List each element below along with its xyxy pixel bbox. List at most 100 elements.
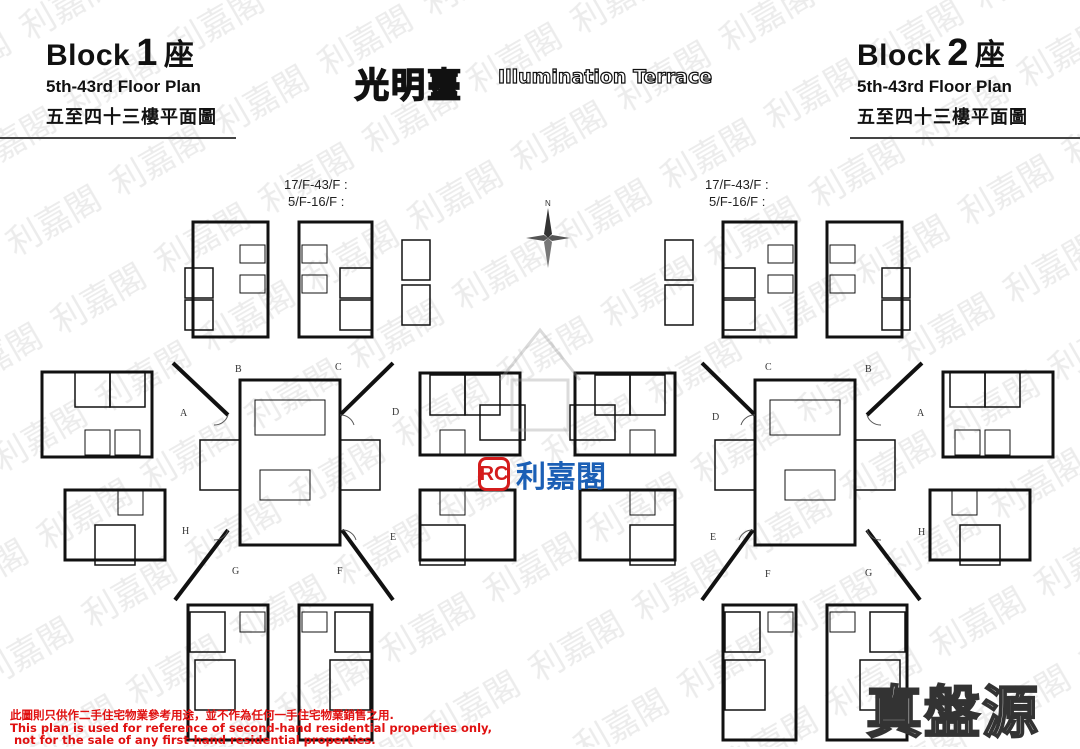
block-1-room-outline bbox=[84, 429, 111, 456]
block-2-room-outline bbox=[767, 244, 794, 264]
block-2-room-outline bbox=[724, 611, 761, 653]
block-1-room-outline bbox=[439, 429, 466, 456]
block-1-room-outline bbox=[301, 611, 328, 633]
block-2-party-wall bbox=[865, 361, 924, 417]
floor-range: 5/F-16/F : bbox=[288, 194, 345, 209]
block-1-door-swing bbox=[341, 529, 357, 541]
block-1-unit-label: D bbox=[392, 407, 399, 418]
block-2-subtitle: 5th-43rd Floor Plan bbox=[857, 77, 1012, 96]
block-1-unit-label: A bbox=[180, 408, 188, 419]
block-2-room-outline bbox=[949, 371, 986, 408]
block-2-party-wall bbox=[865, 528, 922, 602]
block-2-room-outline bbox=[724, 659, 766, 711]
block-1-room-outline bbox=[339, 299, 373, 331]
block-1-unit-label: F bbox=[337, 566, 343, 577]
block-2-unit-label: D bbox=[712, 412, 719, 423]
block-2-room-outline bbox=[722, 299, 756, 331]
block-2-unit-label: E bbox=[710, 532, 716, 543]
block-1-room-outline bbox=[94, 524, 136, 566]
block-2-room-outline bbox=[721, 603, 798, 742]
agency-name: 利嘉閣 bbox=[516, 460, 606, 495]
block-2-room-outline bbox=[869, 611, 906, 653]
block-2-unit-label: A bbox=[917, 408, 925, 419]
block-1-room-outline bbox=[418, 371, 522, 457]
disclaimer-en-line1: This plan is used for reference of secon… bbox=[10, 720, 492, 735]
block-1-room-outline bbox=[334, 611, 371, 653]
block-2-room-outline bbox=[954, 429, 981, 456]
block-1-floor-legend: 17/F-43/F : 5/F-16/F : bbox=[284, 176, 348, 210]
block-1-room-outline bbox=[239, 244, 266, 264]
block-1-room-outline bbox=[254, 399, 326, 436]
block-1-party-wall bbox=[171, 361, 230, 417]
block-1-plan bbox=[40, 220, 526, 742]
disclaimer: 此圖則只供作二手住宅物業參考用途，並不作為任何一手住宅物業銷售之用. This … bbox=[10, 709, 492, 747]
header-divider bbox=[0, 137, 236, 139]
block-2-door-swing bbox=[738, 529, 754, 541]
block-2-room-outline bbox=[594, 374, 631, 416]
header-divider bbox=[850, 137, 1080, 139]
block-2-room-outline bbox=[722, 267, 756, 299]
block-2-room-outline bbox=[573, 371, 677, 457]
block-1-unit-label: H bbox=[182, 526, 189, 537]
block-1-door-swing bbox=[213, 529, 229, 541]
block-2-room-outline bbox=[664, 239, 694, 281]
block-2-room-outline bbox=[629, 524, 676, 566]
block-1-room-outline bbox=[239, 274, 266, 294]
block-2-room-outline bbox=[784, 469, 836, 501]
block-1-subtitle: 5th-43rd Floor Plan bbox=[46, 77, 201, 96]
disclaimer-en-line2: not for the sale of any first-hand resid… bbox=[14, 733, 376, 747]
block-1-room-outline bbox=[109, 371, 146, 408]
block-1-door-swing bbox=[339, 414, 355, 426]
block-2-room-outline bbox=[829, 611, 856, 633]
block-2-party-wall bbox=[700, 361, 757, 417]
block-1-door-swing bbox=[213, 414, 229, 426]
block-1-room-outline bbox=[117, 489, 144, 516]
block-1-room-outline bbox=[199, 439, 241, 491]
block-1-room-outline bbox=[301, 274, 328, 294]
block-2-party-wall bbox=[700, 528, 755, 602]
block-2-room-outline bbox=[859, 659, 901, 711]
block-1-room-outline bbox=[339, 267, 373, 299]
block-2-room-outline bbox=[629, 429, 656, 456]
block-1-room-outline bbox=[191, 220, 270, 339]
block-2-door-swing bbox=[740, 414, 756, 426]
block-1-room-outline bbox=[419, 524, 466, 566]
block-1-room-outline bbox=[189, 611, 226, 653]
block-1-party-wall bbox=[340, 528, 395, 602]
block-2-room-outline bbox=[951, 489, 978, 516]
agency-logo: RC 利嘉閣 bbox=[478, 452, 606, 496]
block-2-unit-label: H bbox=[918, 527, 925, 538]
rc-logo-icon: RC bbox=[478, 457, 510, 491]
block-1-room-outline bbox=[297, 603, 374, 742]
block-1-room-outline bbox=[239, 611, 266, 633]
floor-range: 17/F-43/F : bbox=[284, 177, 348, 192]
block-1-room-outline bbox=[401, 239, 431, 281]
compass-icon: N bbox=[526, 199, 570, 268]
block-1-subtitle-zh: 五至四十三樓平面圖 bbox=[46, 107, 217, 128]
block-1-room-outline bbox=[114, 429, 141, 456]
block-2-unit-label: B bbox=[865, 364, 872, 375]
block-2-unit-label: G bbox=[865, 568, 872, 579]
block-1-room-outline bbox=[186, 603, 270, 742]
block-1-unit-label: C bbox=[335, 362, 342, 373]
block-1-room-outline bbox=[184, 267, 214, 299]
block-1-room-outline bbox=[439, 489, 466, 516]
house-watermark-icon bbox=[498, 327, 582, 432]
block-2-room-outline bbox=[881, 299, 911, 331]
block-1-party-wall bbox=[173, 528, 230, 602]
brand-logo: 真盤源 bbox=[865, 680, 1040, 747]
block-2-subtitle-zh: 五至四十三樓平面圖 bbox=[857, 107, 1028, 128]
block-2-room-outline bbox=[767, 611, 794, 633]
floor-range: 17/F-43/F : bbox=[705, 177, 769, 192]
block-2-plan bbox=[569, 220, 1055, 742]
block-1-room-outline bbox=[339, 439, 381, 491]
block-1-room-outline bbox=[401, 284, 431, 326]
block-1-room-outline bbox=[63, 488, 167, 562]
estate-name-zh: 光明臺 bbox=[354, 65, 463, 107]
block-1-room-outline bbox=[479, 404, 526, 441]
